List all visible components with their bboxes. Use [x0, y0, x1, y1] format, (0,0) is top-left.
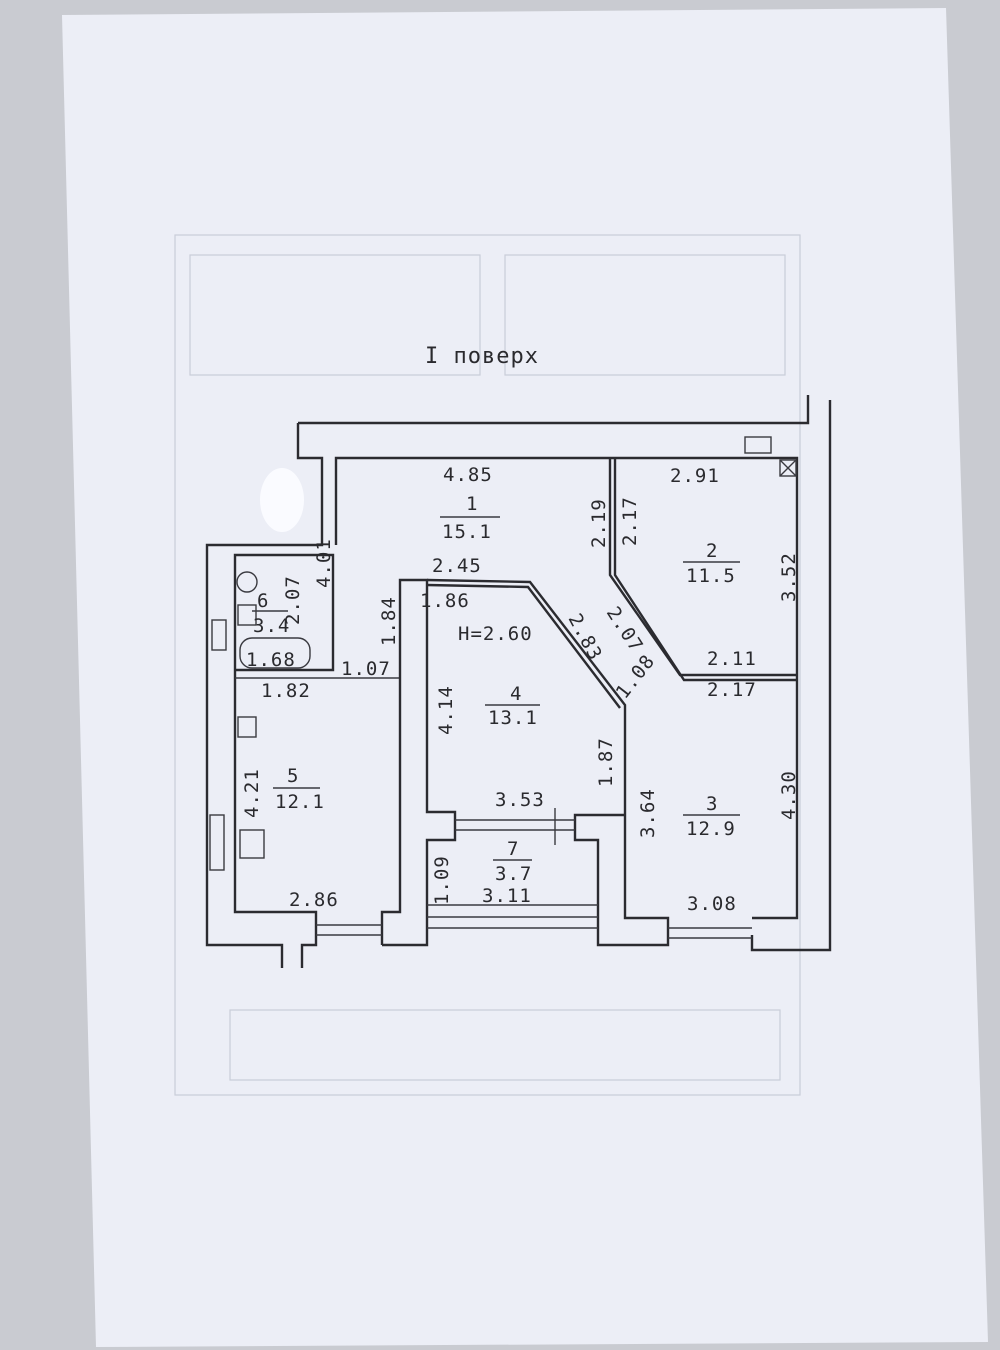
dim: 2.91	[670, 465, 720, 487]
room-5-area: 12.1	[275, 791, 325, 813]
dim: 2.17	[707, 679, 757, 701]
dim: 1.87	[595, 737, 617, 787]
background-ghost-plan	[174, 234, 801, 1096]
room-7-number: 7	[507, 838, 519, 860]
radiator-icon	[211, 619, 227, 651]
dim: 3.53	[495, 789, 545, 811]
dim: 2.19	[588, 498, 610, 548]
dim: 1.07	[341, 658, 391, 680]
room-3-number: 3	[706, 793, 718, 815]
floor-title: I поверх	[425, 344, 539, 369]
fixtures	[209, 436, 797, 871]
dim: 2.11	[707, 648, 757, 670]
bathtub-icon	[239, 637, 311, 669]
radiator-icon	[209, 814, 225, 871]
dim: 4.01	[313, 538, 335, 588]
room-6-number: 6	[257, 590, 269, 612]
dim: 3.08	[687, 893, 737, 915]
dim: 3.64	[637, 788, 659, 838]
dim: 2.45	[432, 555, 482, 577]
walls	[205, 395, 832, 968]
dim: 1.09	[431, 855, 453, 905]
room-2-area: 11.5	[686, 565, 736, 587]
room-3-area: 12.9	[686, 818, 736, 840]
stove-icon	[239, 829, 265, 859]
room-6-area: 3.4	[253, 615, 290, 637]
dim: 4.85	[443, 464, 493, 486]
room-4-number: 4	[510, 683, 522, 705]
ceiling-height: H=2.60	[458, 623, 533, 645]
glare-spot	[260, 468, 304, 532]
dim: 3.52	[778, 552, 800, 602]
room-labels: 1 15.1 2 11.5 3 12.9 4 13.1 5 12.1 6 3.4…	[252, 493, 740, 885]
room-1-number: 1	[466, 493, 478, 515]
room-5-number: 5	[287, 765, 299, 787]
paper-sheet	[62, 8, 988, 1347]
dim: 1.86	[420, 590, 470, 612]
sink-icon	[237, 604, 257, 626]
dim: 2.07	[282, 575, 304, 625]
dim: 2.86	[289, 889, 339, 911]
dim: 4.14	[435, 685, 457, 735]
dim: 4.21	[241, 768, 263, 818]
room-1-area: 15.1	[442, 521, 492, 543]
dim: 1.82	[261, 680, 311, 702]
sink-icon	[237, 716, 257, 738]
chimney-icon	[779, 459, 797, 477]
room-2-number: 2	[706, 540, 718, 562]
dim: 4.30	[778, 770, 800, 820]
toilet-icon	[236, 571, 258, 593]
dim: 2.17	[619, 496, 641, 546]
dim: 1.84	[378, 596, 400, 646]
room-4-area: 13.1	[488, 707, 538, 729]
dim: 3.11	[482, 885, 532, 907]
vent-icon	[744, 436, 772, 454]
room-7-area: 3.7	[495, 863, 532, 885]
dim: 1.68	[246, 649, 296, 671]
